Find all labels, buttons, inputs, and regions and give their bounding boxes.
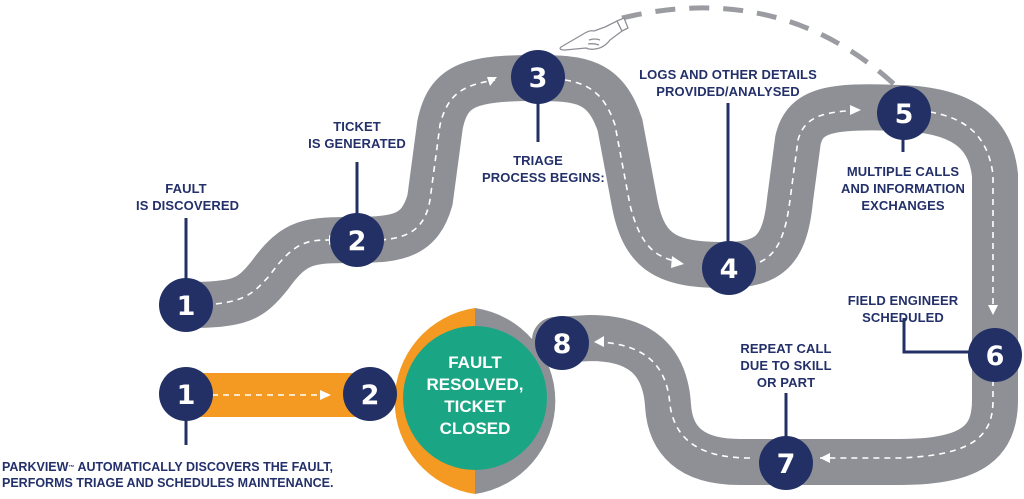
caption-text: AUTOMATICALLY DISCOVERS THE FAULT, (74, 460, 334, 474)
label-line: PROVIDED/ANALYSED (656, 84, 800, 99)
outcome-ring (394, 308, 556, 494)
label-line: FIELD ENGINEER (847, 293, 959, 308)
step-node-1: 1 (159, 278, 213, 332)
pointing-hand-icon (559, 17, 629, 51)
step-number: 6 (986, 341, 1005, 372)
outcome-line: CLOSED (439, 419, 511, 438)
step-node-4: 4 (702, 241, 756, 295)
parkview-caption: PARKVIEW™ AUTOMATICALLY DISCOVERS THE FA… (2, 459, 334, 491)
step-node-3: 3 (511, 50, 565, 104)
step-number: 2 (361, 380, 380, 411)
arrowhead-7-8 (594, 336, 604, 347)
label-line: TICKET (333, 119, 381, 134)
label-connectors (184, 98, 975, 445)
step-number: 1 (177, 291, 196, 322)
outcome-line: TICKET (444, 397, 506, 416)
arrowhead-2-3 (487, 77, 497, 86)
step-label-2: TICKET IS GENERATED (307, 118, 407, 152)
step-label-5: MULTIPLE CALLS AND INFORMATION EXCHANGES (840, 163, 966, 214)
step-label-6: FIELD ENGINEER SCHEDULED (840, 292, 966, 326)
step-number: 3 (529, 63, 548, 94)
step-label-4: LOGS AND OTHER DETAILS PROVIDED/ANALYSED (628, 66, 828, 100)
step-label-3: TRIAGE PROCESS BEGINS: (482, 152, 605, 186)
label-line: FAULT (165, 181, 207, 196)
arrowhead-3-4 (671, 256, 684, 268)
parkview-node-1: 1 (159, 367, 213, 421)
label-line: IS GENERATED (308, 136, 406, 151)
arrowhead-parkview (320, 390, 331, 400)
parkview-node-2: 2 (343, 367, 397, 421)
step-number: 7 (777, 449, 796, 480)
step-node-5: 5 (877, 86, 931, 140)
label-line: PROCESS BEGINS: (482, 170, 605, 185)
label-line: OR PART (756, 375, 816, 390)
step-number: 1 (177, 380, 196, 411)
arrowhead-4-5 (850, 105, 861, 115)
label-line: LOGS AND OTHER DETAILS (639, 67, 817, 82)
label-line: TRIAGE (513, 153, 563, 168)
step-label-7: REPEAT CALL DUE TO SKILL OR PART (730, 340, 842, 391)
step-number: 4 (720, 254, 739, 285)
caption-line-2: PERFORMS TRIAGE AND SCHEDULES MAINTENANC… (2, 476, 334, 490)
label-line: IS DISCOVERED (136, 198, 240, 213)
step-node-8: 8 (535, 316, 589, 370)
label-line: MULTIPLE CALLS (846, 164, 960, 179)
label-line: DUE TO SKILL (740, 358, 832, 373)
outcome-label: FAULT RESOLVED, TICKET CLOSED (415, 352, 535, 440)
step-node-2: 2 (330, 213, 384, 267)
arrowhead-6-7 (820, 453, 830, 463)
brand-name: PARKVIEW (2, 460, 69, 474)
step-label-1: FAULT IS DISCOVERED (136, 180, 240, 214)
step-node-7: 7 (759, 436, 813, 490)
trademark-symbol: ™ (68, 465, 75, 471)
label-line: SCHEDULED (862, 310, 944, 325)
label-line: REPEAT CALL (740, 341, 832, 356)
step-number: 8 (553, 329, 572, 360)
step-node-6: 6 (968, 328, 1022, 382)
outcome-line: FAULT (448, 353, 502, 372)
label-line: EXCHANGES (861, 198, 945, 213)
dashed-skip-arc (621, 5, 897, 87)
step-number: 5 (895, 99, 914, 130)
arrowhead-5-6 (988, 305, 998, 315)
caption-line-1: PARKVIEW™ AUTOMATICALLY DISCOVERS THE FA… (2, 459, 334, 475)
outcome-circle (403, 326, 547, 470)
step-number: 2 (348, 226, 367, 257)
label-line: AND INFORMATION (840, 181, 966, 196)
outcome-line: RESOLVED, (426, 375, 524, 394)
traditional-road-dashes (204, 79, 994, 459)
